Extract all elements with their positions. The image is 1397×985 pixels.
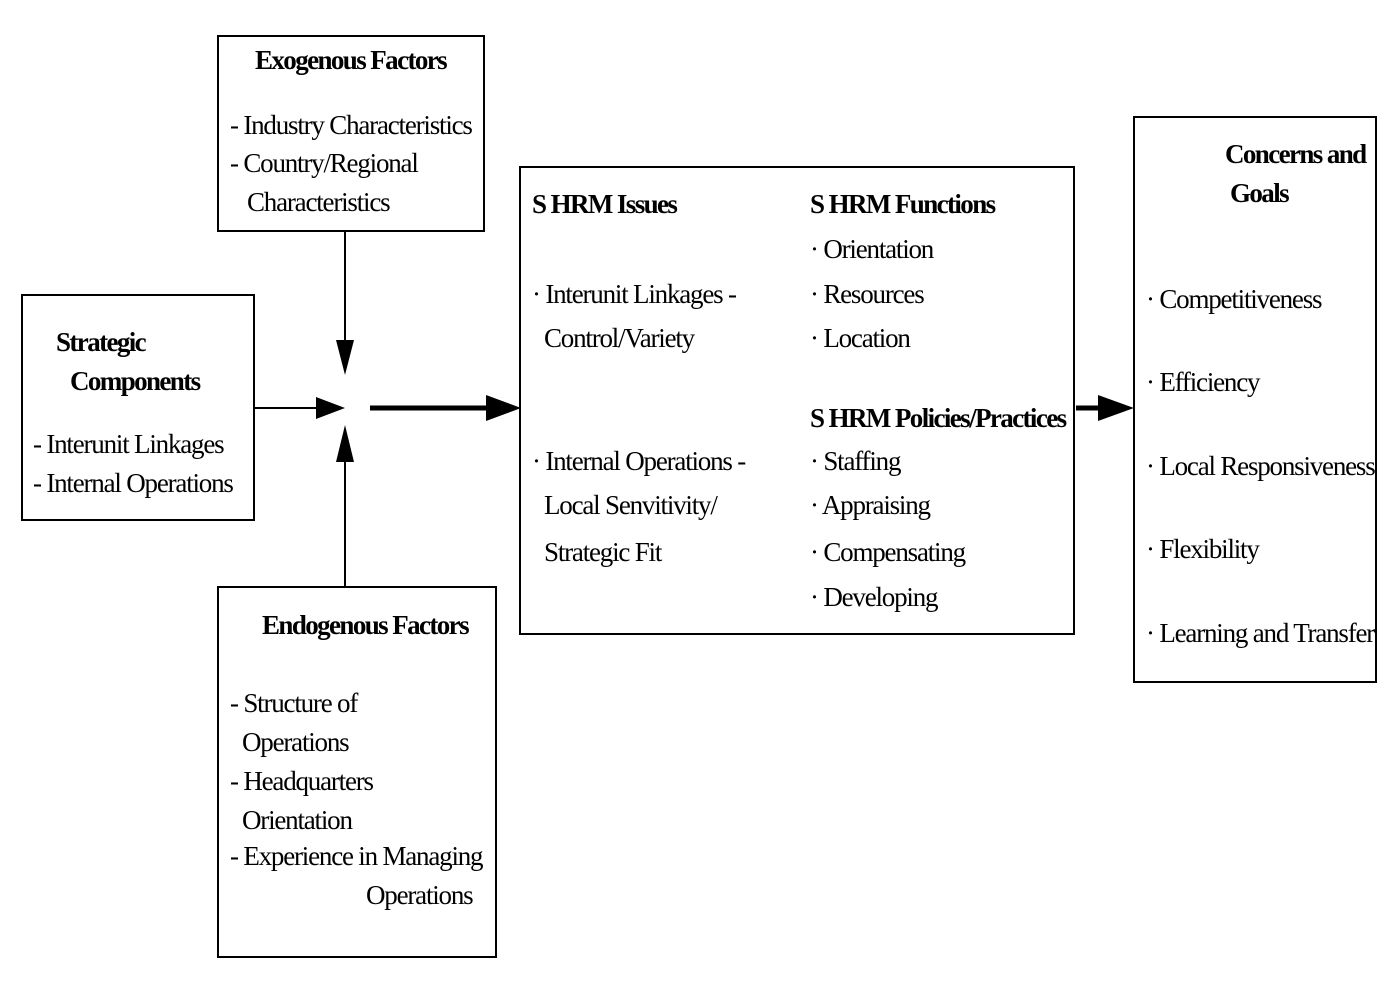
- shrm-policy: · Developing: [810, 582, 939, 612]
- strategic-components-box: [21, 294, 255, 521]
- endogenous-item: Orientation: [242, 805, 353, 835]
- shrm-policy: · Compensating: [810, 537, 966, 567]
- shrm-issue: Local Senvitivity/: [544, 490, 718, 520]
- shrm-policies-title: S HRM Policies/Practices: [810, 403, 1067, 433]
- shrm-issue: Strategic Fit: [544, 537, 662, 567]
- shrm-functions-title: S HRM Functions: [810, 189, 996, 219]
- endogenous-item: - Headquarters: [230, 766, 374, 796]
- exogenous-factors-box: [217, 35, 485, 232]
- goals-title: Concerns and: [1225, 139, 1367, 169]
- concerns-goals-box: [1133, 116, 1377, 683]
- goals-item: · Competitiveness: [1146, 284, 1323, 314]
- endogenous-item: Operations: [242, 727, 350, 757]
- goals-item: · Flexibility: [1146, 534, 1260, 564]
- strategic-item: - Interunit Linkages: [33, 429, 225, 459]
- shrm-issues-title: S HRM Issues: [532, 189, 678, 219]
- endogenous-item: Operations: [366, 880, 474, 910]
- shrm-function: · Orientation: [810, 234, 934, 264]
- endogenous-item: - Experience in Managing: [230, 841, 484, 871]
- strategic-title: Strategic: [56, 327, 147, 357]
- endogenous-item: - Structure of: [230, 688, 358, 718]
- shrm-issue: · Internal Operations -: [532, 446, 746, 476]
- shrm-issue: Control/Variety: [544, 323, 695, 353]
- exogenous-item: - Industry Characteristics: [230, 110, 473, 140]
- goals-title: Goals: [1230, 178, 1290, 208]
- strategic-title: Components: [70, 366, 201, 396]
- arrowhead-main: [486, 395, 521, 421]
- shrm-policy: · Staffing: [810, 446, 901, 476]
- exogenous-title: Exogenous Factors: [255, 45, 448, 75]
- shrm-function: · Location: [810, 323, 911, 353]
- arrowhead-right-small: [316, 397, 345, 419]
- goals-item: · Local Responsiveness: [1146, 451, 1376, 481]
- shrm-issue: · Interunit Linkages -: [532, 279, 737, 309]
- shrm-policy: · Appraising: [810, 490, 931, 520]
- goals-item: · Efficiency: [1146, 367, 1261, 397]
- goals-item: · Learning and Transfer: [1146, 618, 1375, 648]
- shrm-box: [519, 166, 1075, 635]
- endogenous-title: Endogenous Factors: [262, 610, 470, 640]
- arrowhead-goals: [1098, 395, 1134, 421]
- exogenous-item: Characteristics: [247, 187, 391, 217]
- endogenous-factors-box: [217, 586, 497, 958]
- exogenous-item: - Country/Regional: [230, 148, 419, 178]
- shrm-function: · Resources: [810, 279, 925, 309]
- arrowhead-down: [336, 340, 354, 375]
- arrowhead-up: [336, 425, 354, 462]
- strategic-item: - Internal Operations: [33, 468, 234, 498]
